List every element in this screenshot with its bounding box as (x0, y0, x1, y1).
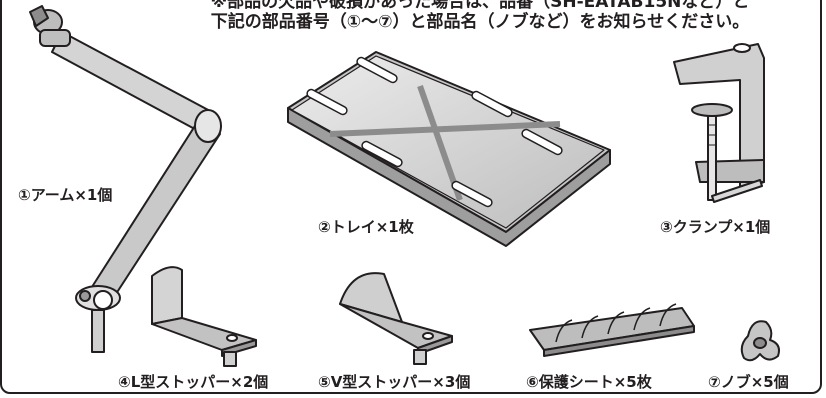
part-label-protective-sheet: ⑥保護シート×5枚 (526, 373, 652, 391)
arm-icon (29, 5, 222, 353)
l-stopper-icon (151, 266, 257, 367)
v-stopper-icon (339, 272, 453, 365)
tray-icon (287, 51, 611, 247)
clamp-icon (673, 43, 765, 203)
protective-sheet-icon (529, 303, 695, 357)
knob-icon (740, 320, 780, 362)
part-label-tray: ②トレイ×1枚 (318, 218, 414, 236)
part-label-clamp: ③クランプ×1個 (660, 218, 771, 236)
part-label-knob: ⑦ノブ×5個 (708, 373, 789, 391)
part-label-l-stopper: ④L型ストッパー×2個 (118, 373, 269, 391)
notice-line-2: 下記の部品番号（①〜⑦）と部品名（ノブなど）をお知らせください。 (210, 12, 750, 32)
part-label-v-stopper: ⑤V型ストッパー×3個 (318, 373, 471, 391)
part-label-arm: ①アーム×1個 (18, 186, 113, 204)
notice-line-1: ※部品の欠品や破損があった場合は、品番（SH-EATAB15Nなど）と (210, 0, 750, 12)
